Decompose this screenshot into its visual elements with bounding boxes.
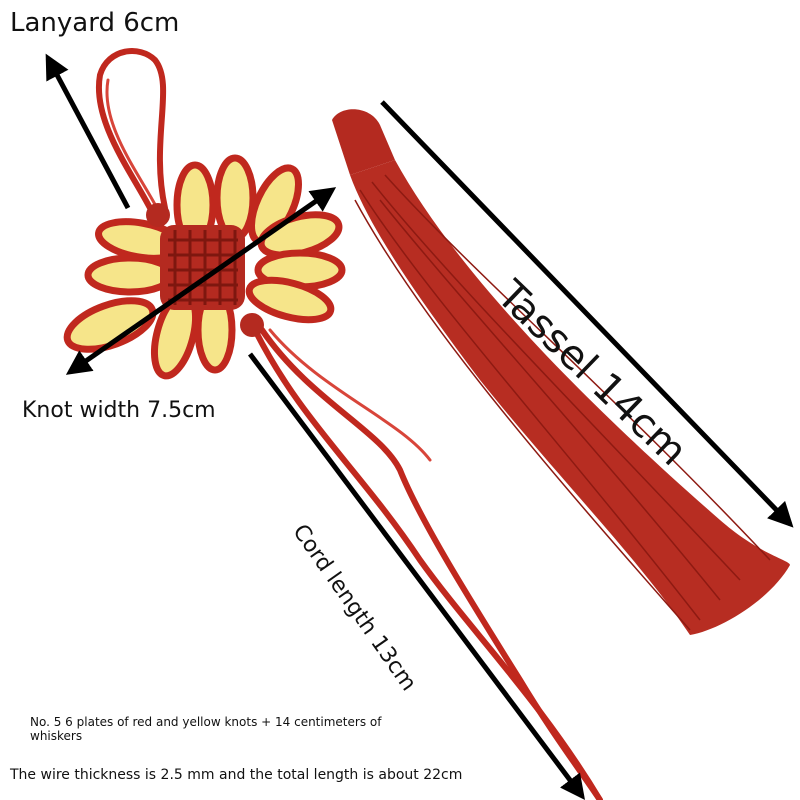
specs-note: The wire thickness is 2.5 mm and the tot… — [10, 767, 463, 783]
product-note: No. 5 6 plates of red and yellow knots +… — [30, 715, 382, 743]
tassel-arrow — [380, 100, 794, 528]
dimension-arrows — [45, 53, 794, 800]
tassel — [332, 109, 790, 635]
cord-length-arrow — [248, 352, 586, 800]
knot-width-arrow — [65, 187, 337, 375]
lanyard-arrow — [45, 53, 131, 210]
lanyard-loop — [95, 48, 168, 212]
lanyard-label: Lanyard 6cm — [10, 8, 180, 38]
knot-width-label: Knot width 7.5cm — [22, 398, 216, 423]
